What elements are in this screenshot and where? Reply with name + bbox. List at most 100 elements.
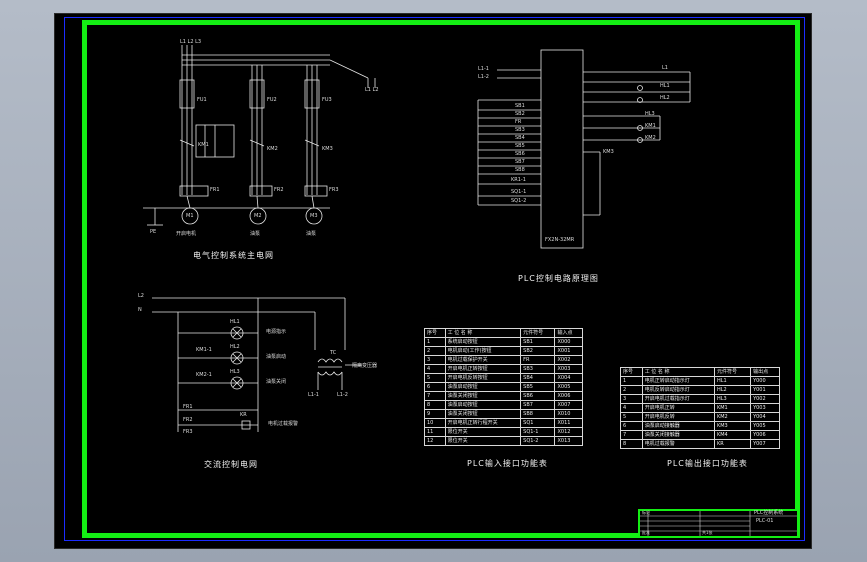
fuse-fu1-label: FU1: [197, 97, 207, 103]
table-cell: 10: [424, 418, 446, 428]
title-block-name: PLC控制系统: [754, 510, 784, 516]
table-cell: SQ1-2: [520, 436, 556, 446]
plc-supply-label-2: L1-2: [478, 74, 489, 80]
table-cell: SB2: [520, 346, 556, 356]
title-block-row-1: 标记: [642, 510, 650, 515]
table-cell: Y004: [750, 412, 780, 422]
main-supply-tap-label: L1 L2: [365, 87, 379, 93]
table-cell: 开启电机反转: [641, 412, 715, 422]
motor-m3-name: 油泵: [306, 231, 317, 237]
drawing-sheet: [54, 13, 812, 549]
ac-note-4: 电机过载报警: [268, 421, 299, 427]
table-header: 序号: [424, 328, 446, 338]
table-cell: SB1: [520, 337, 556, 347]
plc-in-sb6: SB6: [515, 151, 525, 157]
ac-note-2: 油泵启动: [266, 354, 287, 360]
table-cell: Y000: [750, 376, 780, 386]
plc-out-hl3: HL3: [645, 111, 655, 117]
table-cell: SB7: [520, 400, 556, 410]
table-cell: FR: [520, 355, 556, 365]
table-cell: 开启电机正转: [641, 403, 715, 413]
plc-in-fr: FR: [515, 119, 522, 125]
table-cell: X005: [554, 382, 583, 392]
table-header: 元件符号: [520, 328, 556, 338]
table-cell: X013: [554, 436, 583, 446]
table-cell: 系统启动按钮: [444, 337, 522, 347]
title-block-row-5: 批准: [642, 530, 650, 535]
table-cell: SB8: [520, 409, 556, 419]
ac-supply-n: N: [138, 307, 142, 313]
title-block-sheet: 共1张: [702, 530, 713, 535]
ac-lamp-hl2: HL2: [230, 344, 240, 350]
ac-transformer-label: TC: [330, 350, 337, 356]
motor-m1-name: 开启电机: [176, 231, 197, 237]
ac-lamp-hl3: HL3: [230, 369, 240, 375]
table-header-row: 序号 工 位 名 称 元件符号 输出点: [620, 367, 780, 377]
table-cell: X012: [554, 427, 583, 437]
table-cell: SB6: [520, 391, 556, 401]
table-cell: 电机反转启动指示灯: [641, 385, 715, 395]
plc-in-sb2: SB2: [515, 111, 525, 117]
table-cell: Y002: [750, 394, 780, 404]
plc-out-km1: KM1: [645, 123, 656, 129]
fuse-fu2-label: FU2: [267, 97, 277, 103]
title-block-grid: [640, 511, 797, 536]
ac-lamp-hl1: HL1: [230, 319, 240, 325]
table-cell: SB5: [520, 382, 556, 392]
table-cell: KM4: [713, 430, 752, 440]
table-cell: 9: [424, 409, 446, 419]
ac-relay-fr1: FR1: [183, 404, 193, 410]
table-header: 输出点: [750, 367, 780, 377]
table-cell: 油泵启动按钮: [444, 382, 522, 392]
plc-out-hl2: HL2: [660, 95, 670, 101]
table-cell: X011: [554, 418, 583, 428]
table-cell: 开启电机正转按钮: [444, 364, 522, 374]
table-header: 工 位 名 称: [641, 367, 715, 377]
table-cell: 7: [424, 391, 446, 401]
table-cell: X002: [554, 355, 583, 365]
table-cell: 1: [424, 337, 446, 347]
table-cell: X007: [554, 400, 583, 410]
plc-out-km3: KM3: [603, 149, 614, 155]
table-cell: 4: [620, 403, 643, 413]
plc-output-table-title: PLC输出接口功能表: [667, 459, 748, 468]
plc-in-sq1-2: SQ1-2: [511, 198, 527, 204]
title-block: 标记 批准 PLC控制系统 PLC-01 共1张: [638, 509, 799, 538]
table-cell: 8: [620, 439, 643, 449]
table-cell: 油泵关闭接触器: [641, 430, 715, 440]
table-cell: 4: [424, 364, 446, 374]
plc-in-sb4: SB4: [515, 135, 525, 141]
table-header: 输入点: [554, 328, 583, 338]
table-cell: 油泵关闭按钮: [444, 409, 522, 419]
table-cell: 5: [424, 373, 446, 383]
ac-relay-fr3: FR3: [183, 429, 193, 435]
ac-transformer-note: 隔离变压器: [352, 363, 378, 369]
table-cell: X010: [554, 409, 583, 419]
ground-label: PE: [150, 229, 157, 235]
table-cell: X003: [554, 364, 583, 374]
fuse-fu3-label: FU3: [322, 97, 332, 103]
table-cell: X001: [554, 346, 583, 356]
table-cell: 1: [620, 376, 643, 386]
motor-m3-label: M3: [310, 213, 318, 219]
table-cell: SB3: [520, 364, 556, 374]
main-supply-label: L1 L2 L3: [180, 39, 202, 45]
table-cell: HL3: [713, 394, 752, 404]
table-cell: 油泵启动接触器: [641, 421, 715, 431]
main-circuit-title: 电气控制系统主电网: [193, 251, 274, 260]
table-cell: Y003: [750, 403, 780, 413]
table-cell: HL2: [713, 385, 752, 395]
plc-in-sb8: SB8: [515, 167, 525, 173]
